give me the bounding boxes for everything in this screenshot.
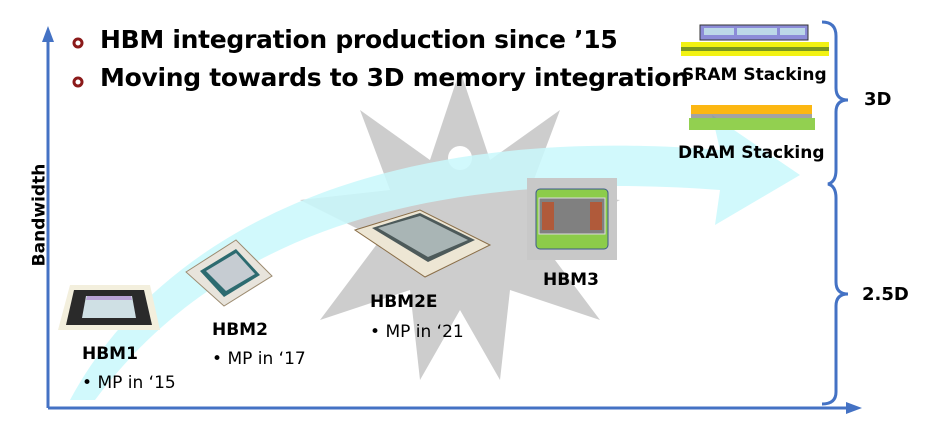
tier-brace [821,20,849,406]
dram-stacking-label: DRAM Stacking [678,143,825,163]
hbm2e-chip-image [353,209,492,278]
hbm1-note-text: MP in ‘15 [97,373,176,393]
dram-stacking-image [689,105,815,130]
hbm3-chip-image [527,178,617,260]
bullet-icon [72,76,84,88]
y-axis-label: Bandwidth [29,163,50,267]
hbm2-note-text: MP in ‘17 [227,349,306,369]
tier-2-5d-label: 2.5D [862,284,909,305]
hbm2e-note-text: MP in ‘21 [385,322,464,342]
hbm1-chip-image [58,285,160,330]
axes [42,26,862,414]
hbm2e-note: • MP in ‘21 [370,322,464,342]
sram-stacking-image [681,24,829,56]
hbm2-note: • MP in ‘17 [212,349,306,369]
bullet-icon [72,37,84,49]
bullet-text-1: HBM integration production since ’15 [100,25,618,54]
bullet-text-2: Moving towards to 3D memory integration [100,63,689,92]
hbm1-note: • MP in ‘15 [82,373,176,393]
hbm3-label: HBM3 [543,270,599,290]
sram-stacking-label: SRAM Stacking [682,65,827,85]
hbm2-label: HBM2 [212,320,268,340]
tier-3d-label: 3D [864,89,892,110]
hbm2-chip-image [185,239,273,307]
hbm2e-label: HBM2E [370,292,438,312]
hbm1-label: HBM1 [82,344,138,364]
